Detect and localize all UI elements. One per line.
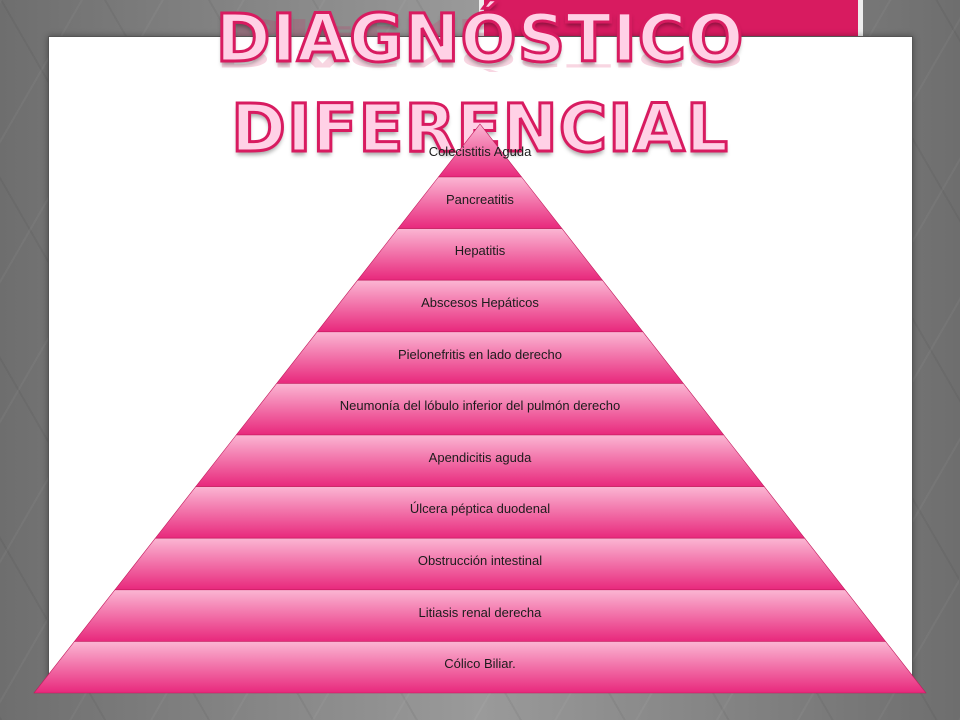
pyramid-level-label: Apendicitis aguda [428, 449, 532, 465]
pyramid-level-label: Pielonefritis en lado derecho [397, 346, 563, 362]
pyramid-level-label: Úlcera péptica duodenal [409, 501, 551, 517]
pyramid-level [33, 641, 927, 694]
pyramid-layers [33, 123, 927, 694]
pyramid-level-label: Pancreatitis [446, 191, 514, 207]
pyramid-level-label: Colecistitis Aguda [428, 144, 532, 159]
pyramid-level-label: Obstrucción intestinal [417, 553, 543, 568]
pyramid-level-label: Litiasis renal derecha [418, 604, 542, 620]
pyramid-level-label: Abscesos Hepáticos [421, 295, 539, 310]
pyramid-level-label: Cólico Biliar. [444, 656, 516, 672]
pyramid-level-label: Hepatitis [454, 243, 506, 259]
pyramid-level-label: Neumonía del lóbulo inferior del pulmón … [339, 398, 621, 414]
